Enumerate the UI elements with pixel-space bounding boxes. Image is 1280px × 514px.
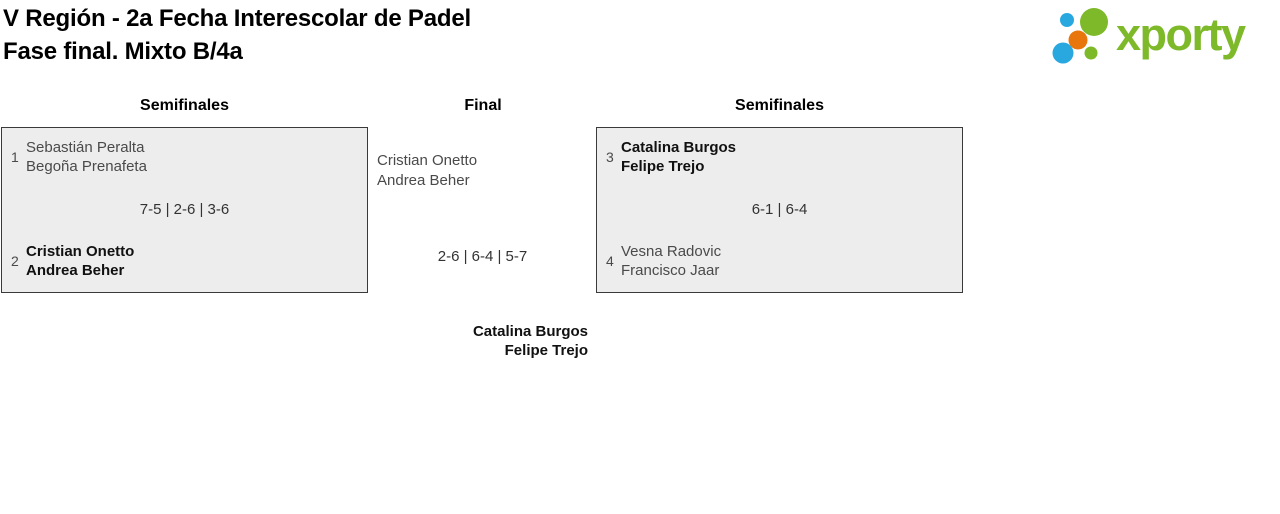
page-title-block: V Región - 2a Fecha Interescolar de Pade… — [3, 2, 471, 68]
seed-number: 3 — [606, 149, 614, 165]
seed-number: 2 — [11, 253, 19, 269]
xporty-logo: xporty — [1046, 2, 1246, 68]
player-name: Vesna Radovic — [621, 243, 722, 260]
team: Sebastián Peralta Begoña Prenafeta — [26, 138, 147, 176]
team-row: 3 Catalina Burgos Felipe Trejo — [597, 138, 962, 176]
champion-team: Catalina Burgos Felipe Trejo — [473, 322, 588, 360]
player-name: Francisco Jaar — [621, 262, 720, 279]
team-row: 4 Vesna Radovic Francisco Jaar — [597, 242, 962, 280]
seed-number: 1 — [11, 149, 19, 165]
final-match-score: 2-6 | 6-4 | 5-7 — [437, 248, 528, 265]
tournament-subtitle: Fase final. Mixto B/4a — [3, 38, 243, 65]
final-team: Cristian Onetto Andrea Beher — [377, 151, 477, 190]
player-name: Andrea Beher — [26, 262, 125, 279]
xporty-dots-icon — [1052, 8, 1108, 64]
player-name: Andrea Beher — [377, 171, 470, 189]
seed-number: 4 — [606, 253, 614, 269]
round-header-semifinals-right: Semifinales — [735, 97, 824, 114]
player-name: Felipe Trejo — [621, 158, 705, 175]
player-name: Cristian Onetto — [377, 152, 478, 169]
player-name: Cristian Onetto — [26, 243, 135, 260]
tournament-title: V Región - 2a Fecha Interescolar de Pade… — [3, 5, 471, 32]
player-name: Begoña Prenafeta — [26, 158, 147, 175]
xporty-logo-text: xporty — [1116, 9, 1246, 60]
player-name: Catalina Burgos — [472, 323, 588, 340]
team: Vesna Radovic Francisco Jaar — [621, 242, 721, 280]
player-name: Felipe Trejo — [504, 342, 588, 359]
match-box-semifinal-left: 1 Sebastián Peralta Begoña Prenafeta 7-5… — [1, 127, 368, 293]
player-name: Sebastián Peralta — [26, 139, 145, 156]
match-box-semifinal-right: 3 Catalina Burgos Felipe Trejo 6-1 | 6-4… — [596, 127, 963, 293]
team-row: 2 Cristian Onetto Andrea Beher — [2, 242, 367, 280]
match-score: 6-1 | 6-4 — [751, 200, 808, 218]
match-score: 7-5 | 2-6 | 3-6 — [139, 200, 230, 218]
team-winner: Cristian Onetto Andrea Beher — [26, 242, 134, 280]
team-winner: Catalina Burgos Felipe Trejo — [621, 138, 736, 176]
player-name: Catalina Burgos — [621, 139, 737, 156]
final-column: Cristian Onetto Andrea Beher 2-6 | 6-4 |… — [377, 127, 588, 367]
team-row: 1 Sebastián Peralta Begoña Prenafeta — [2, 138, 367, 176]
round-header-semifinals-left: Semifinales — [140, 97, 229, 114]
round-header-final: Final — [464, 97, 502, 114]
